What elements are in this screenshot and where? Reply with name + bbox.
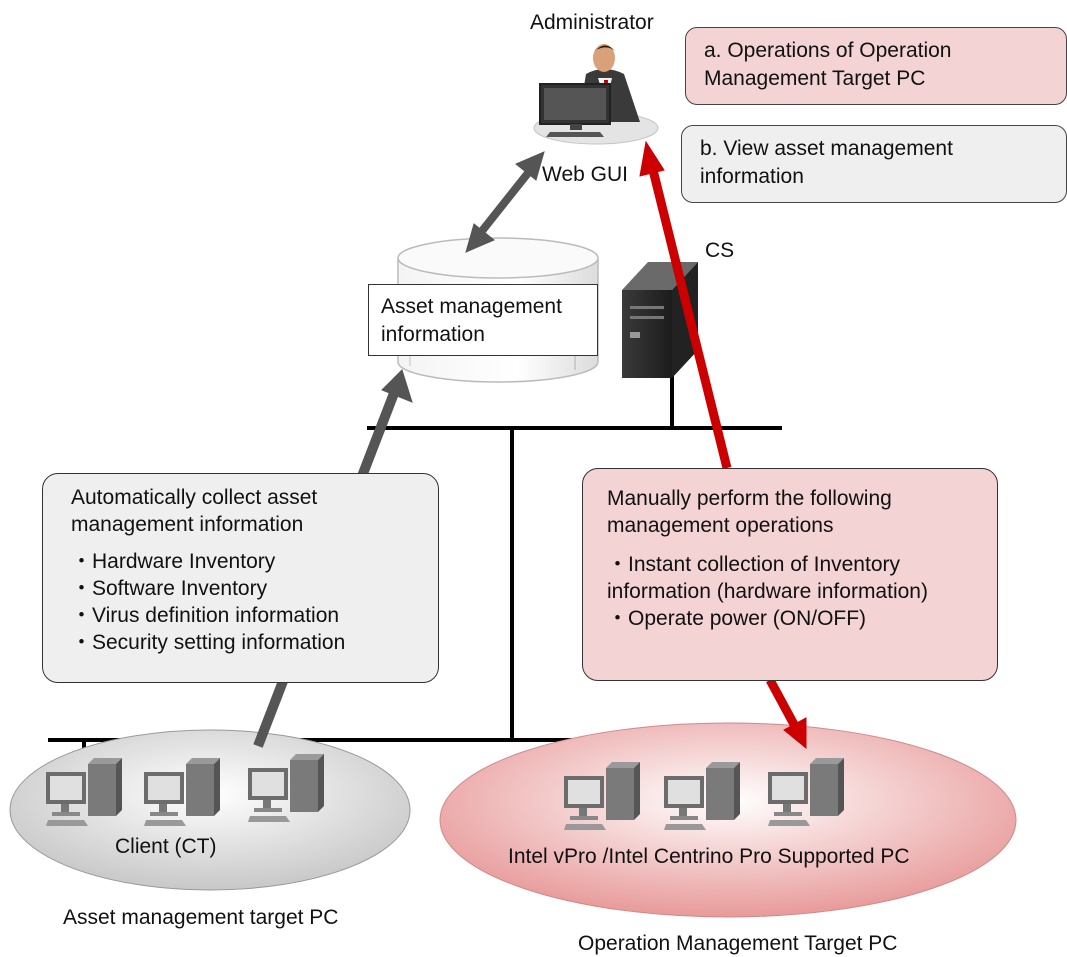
list-item: Virus definition information [71,602,438,629]
server-label: CS [705,239,735,262]
client-group-caption: Asset management target PC [63,906,339,929]
list-item: Software Inventory [71,575,438,602]
list-item: Operate power (ON/OFF) [607,605,997,632]
view-asset-arrow [465,151,545,253]
auto-collect-box: Automatically collect asset management i… [42,473,439,683]
asset-management-info-box: Asset management information [368,284,598,356]
administrator-icon [533,44,659,145]
vpro-group-caption: Operation Management Target PC [578,932,898,955]
manual-ops-box: Manually perform the following managemen… [582,468,998,681]
list-item: Hardware Inventory [71,548,438,575]
list-item: Security setting information [71,629,438,656]
administrator-label: Administrator [530,11,654,34]
vpro-group-label: Intel vPro /Intel Centrino Pro Supported… [508,845,910,868]
manual-ops-title: Manually perform the following managemen… [607,487,892,537]
web-gui-label: Web GUI [542,163,628,186]
legend-view-asset: b. View asset management information [681,125,1067,203]
legend-operations: a. Operations of Operation Management Ta… [685,27,1067,105]
list-item: Instant collection of Inventory informat… [607,551,997,605]
auto-collect-list: Hardware Inventory Software Inventory Vi… [71,548,438,656]
client-group-label: Client (CT) [115,835,217,858]
operation-arrow [639,140,807,750]
auto-collect-title: Automatically collect asset management i… [71,486,318,536]
manual-ops-list: Instant collection of Inventory informat… [607,551,997,632]
